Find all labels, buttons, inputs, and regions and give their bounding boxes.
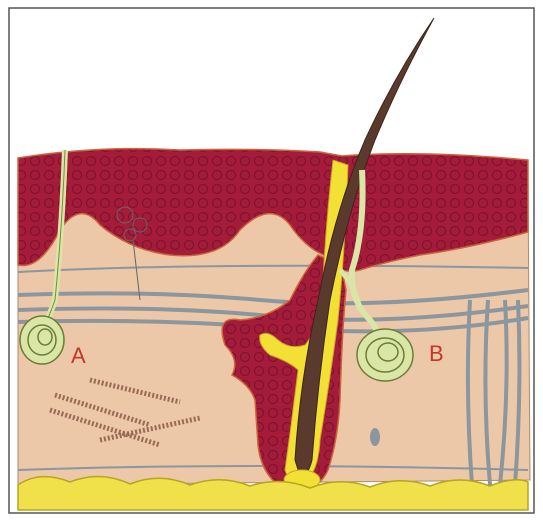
- sweat-gland-coil-a: [20, 316, 64, 364]
- fat-layer: [18, 476, 528, 510]
- label-b: B: [429, 341, 444, 367]
- sweat-gland-coil-b: [357, 329, 413, 381]
- label-a: A: [71, 343, 86, 369]
- small-vessel: [370, 428, 380, 446]
